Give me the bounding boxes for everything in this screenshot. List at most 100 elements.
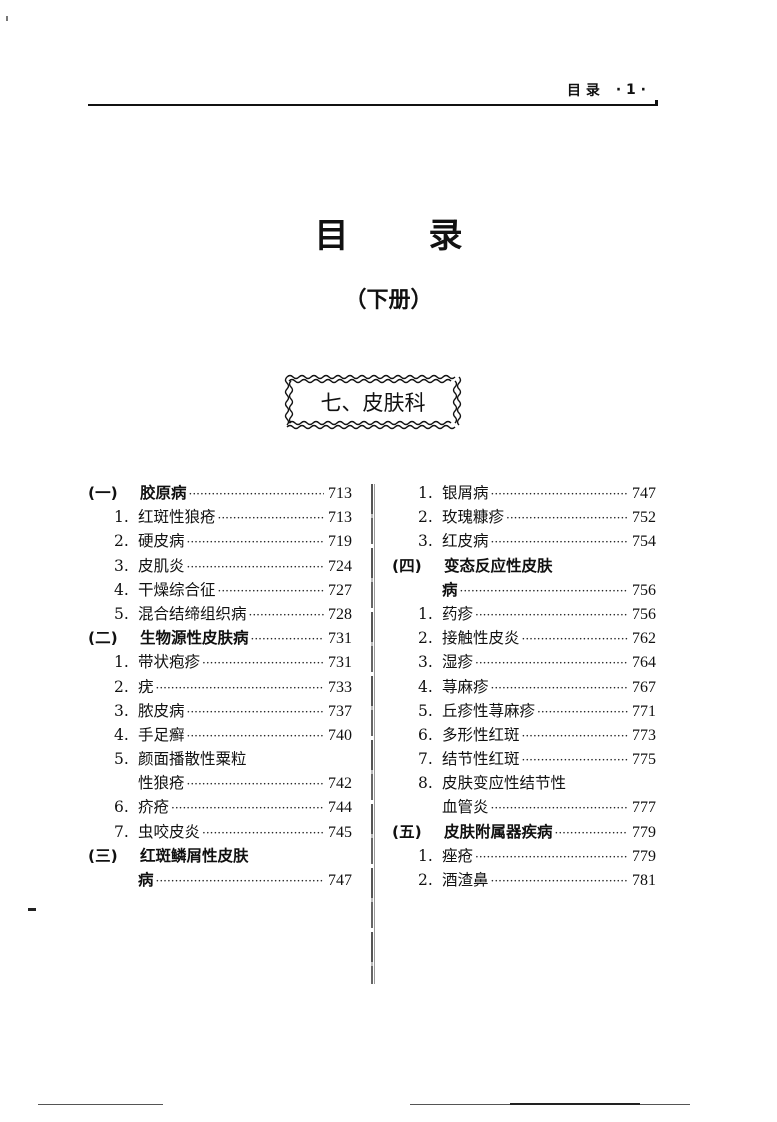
toc-entry-page: 742 <box>328 775 352 793</box>
dot-leader <box>171 796 324 820</box>
toc-entry: 8.皮肤变应性结节性 <box>392 771 656 795</box>
dot-leader <box>202 651 324 675</box>
toc-entry-page: 747 <box>632 485 656 502</box>
toc-entry-page: 777 <box>632 799 656 817</box>
scan-bottom-rule-thick <box>510 1103 640 1105</box>
page-title: 目 录 <box>0 208 777 257</box>
toc-entry-title: 玫瑰糠疹 <box>442 508 505 527</box>
toc-entry-number: 3. <box>418 653 433 672</box>
toc-entry-title: 丘疹性荨麻疹 <box>442 701 536 720</box>
toc-entry-title: 手足癣 <box>138 725 185 744</box>
toc-entry-title: 红斑鳞屑性皮肤 <box>140 846 249 865</box>
toc-entry: 病747 <box>88 868 352 892</box>
toc-entry-page: 731 <box>328 654 352 672</box>
toc-entry-number: 5. <box>114 750 129 769</box>
dot-leader <box>491 676 628 700</box>
toc-entry-number: 2. <box>114 532 129 551</box>
toc-entry-number: 1. <box>418 604 433 623</box>
toc-entry-title: 病 <box>138 871 154 889</box>
toc-entry-page: 713 <box>328 485 352 502</box>
dot-leader <box>522 724 628 748</box>
dot-leader <box>475 651 628 675</box>
toc-entry: 3.皮肌炎724 <box>88 554 352 578</box>
dot-leader <box>202 821 324 845</box>
dot-leader <box>522 748 628 772</box>
running-header-text: 目 录 · 1 · <box>567 80 646 100</box>
dot-leader <box>187 555 324 579</box>
toc-entry-title: 皮肌炎 <box>138 556 185 575</box>
scan-artifact <box>6 16 8 21</box>
toc-entry: 2.硬皮病719 <box>88 529 352 553</box>
toc-entry-title: 脓皮病 <box>138 701 185 720</box>
toc-entry-page: 779 <box>632 823 656 841</box>
wavy-border-icon <box>284 374 462 430</box>
dot-leader <box>475 845 628 869</box>
toc-entry-page: 731 <box>328 630 352 648</box>
toc-entry-page: 733 <box>328 678 352 696</box>
toc-entry-title: 胶原病 <box>140 484 187 502</box>
dot-leader <box>460 579 628 603</box>
page-title-char-1: 目 <box>314 216 349 256</box>
dot-leader <box>187 772 324 796</box>
toc-entry: 3. 湿疹 764 <box>392 650 656 674</box>
dot-leader <box>218 506 324 530</box>
toc-entry-title: 混合结缔组织病 <box>138 604 247 623</box>
toc-entry-title: 硬皮病 <box>138 532 185 551</box>
column-divider <box>374 484 375 984</box>
dot-leader <box>218 579 324 603</box>
toc-entry: 1.药疹756 <box>392 602 656 626</box>
toc-entry-page: 754 <box>632 533 656 551</box>
header-rule <box>88 103 656 106</box>
toc-entry-page: 756 <box>632 581 656 599</box>
dot-leader <box>251 627 324 651</box>
toc-entry-number: 7. <box>114 822 129 841</box>
toc-entry-page: 767 <box>632 678 656 696</box>
toc-entry-number: 5. <box>114 604 129 623</box>
toc-entry-number: (五) <box>392 822 422 841</box>
dot-leader <box>187 700 324 724</box>
toc-entry-number: 1. <box>114 653 129 672</box>
toc-entry: 5. 颜面播散性粟粒 <box>88 747 352 771</box>
toc-left-column: (一)胶原病7131.红斑性狼疮7132.硬皮病7193.皮肌炎7244.干燥综… <box>88 481 352 892</box>
toc-entry-page: 740 <box>328 726 352 744</box>
toc-right-column: 1.银屑病7472.玫瑰糠疹7523.红皮病754(四)变态反应性皮肤病7561… <box>392 481 656 892</box>
toc-entry: 1.银屑病747 <box>392 481 656 505</box>
toc-entry-number: 5. <box>418 701 433 720</box>
toc-entry-page: 737 <box>328 702 352 720</box>
toc-entry-title: 病 <box>442 580 458 599</box>
dot-leader <box>491 796 628 820</box>
toc-entry-number: 2. <box>418 629 433 648</box>
toc-entry: 7.虫咬皮炎745 <box>88 820 352 844</box>
toc-entry-page: 756 <box>632 605 656 623</box>
toc-entry: 4. 手足癣 740 <box>88 723 352 747</box>
toc-entry-title: 颜面播散性粟粒 <box>138 750 247 769</box>
scan-bottom-rule <box>410 1103 690 1105</box>
toc-entry-number: 2. <box>418 871 433 889</box>
toc-entry-number: 4. <box>114 580 129 599</box>
toc-entry-page: 727 <box>328 581 352 599</box>
toc-entry-page: 764 <box>632 654 656 672</box>
toc-entry-page: 775 <box>632 751 656 769</box>
toc-entry-title: 银屑病 <box>442 484 489 502</box>
toc-entry: 6.多形性红斑773 <box>392 723 656 747</box>
toc-entry-title: 湿疹 <box>442 653 474 672</box>
toc-entry-number: 6. <box>418 725 433 744</box>
toc-entry-page: 762 <box>632 630 656 648</box>
toc-entry: 2.接触性皮炎762 <box>392 626 656 650</box>
toc-entry-title: 生物源性皮肤病 <box>140 629 249 648</box>
toc-entry-number: 7. <box>418 750 433 769</box>
chapter-heading: 七、皮肤科 <box>320 391 426 415</box>
dot-leader <box>156 869 324 893</box>
dot-leader <box>187 724 324 748</box>
toc-entry-number: 3. <box>114 701 129 720</box>
toc-entry-number: 1. <box>418 846 433 865</box>
toc-entry-page: 728 <box>328 605 352 623</box>
toc-entry: (二)生物源性皮肤病731 <box>88 626 352 650</box>
toc-entry-title: 虫咬皮炎 <box>138 822 201 841</box>
toc-entry-title: 结节性红斑 <box>442 750 520 769</box>
toc-entry-number: 4. <box>114 725 129 744</box>
toc-entry-number: 6. <box>114 798 129 817</box>
toc-entry-number: (一) <box>88 484 118 502</box>
chapter-heading-box: 七、皮肤科 <box>283 372 463 432</box>
scan-bottom-rule <box>38 1104 163 1105</box>
